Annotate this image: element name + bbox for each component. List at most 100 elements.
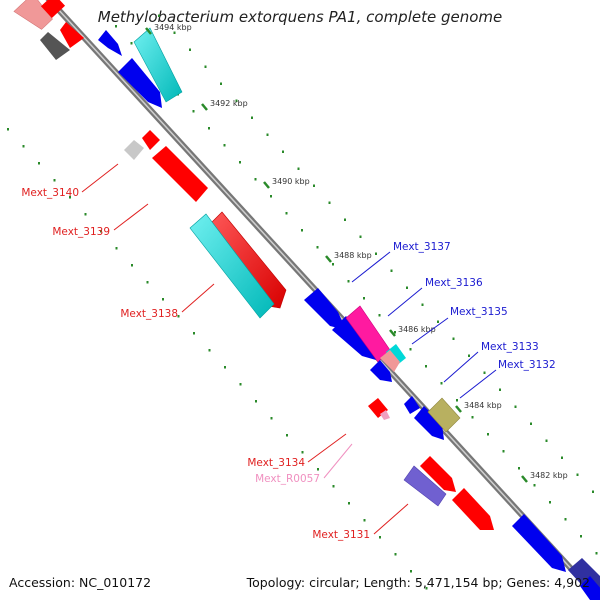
gene-red-top-2 — [60, 22, 84, 48]
track-dot — [270, 417, 273, 420]
track-dot — [379, 536, 381, 539]
gene-label: Mext_3135 — [450, 306, 508, 318]
track-dot — [502, 450, 505, 453]
track-dot — [130, 42, 133, 45]
gene-label: Mext_3136 — [425, 277, 483, 289]
track-dot — [425, 587, 428, 590]
accession-text: Accession: NC_010172 — [9, 575, 152, 590]
track-dot — [270, 195, 272, 198]
track-dot — [84, 213, 87, 216]
track-dot — [255, 400, 257, 403]
track-dot — [285, 212, 288, 215]
gene-blue-lower-2 — [580, 576, 600, 600]
gene-label: Mext_R0057 — [255, 473, 320, 485]
tick-mark — [201, 103, 208, 111]
gene-callout-line — [113, 203, 149, 231]
gene-blue-small-1 — [370, 360, 392, 382]
track-dot — [208, 349, 211, 352]
gene-red-small — [142, 130, 160, 150]
track-dot — [332, 263, 334, 266]
gene-blue-lower-1 — [512, 514, 566, 572]
gene-red-3139 — [152, 146, 208, 202]
gene-label: Mext_3134 — [247, 457, 305, 469]
track-dot — [545, 439, 548, 442]
tick-mark — [325, 255, 332, 263]
gene-callout-line — [443, 351, 479, 383]
gene-label-callouts: Mext_3140Mext_3139Mext_3138Mext_3137Mext… — [21, 163, 556, 541]
track-dot — [437, 320, 439, 323]
track-dot — [530, 422, 532, 425]
tick-mark — [145, 27, 152, 35]
track-dot — [409, 348, 412, 351]
gene-label: Mext_3139 — [52, 226, 110, 238]
tick-mark — [389, 329, 396, 337]
track-dot — [580, 535, 582, 538]
track-dot — [363, 297, 365, 300]
track-dot — [406, 286, 408, 289]
track-dot — [282, 150, 284, 153]
tick-label: 3484 kbp — [464, 401, 502, 410]
gene-gray-small — [124, 140, 144, 160]
track-dot — [204, 65, 207, 68]
track-dot — [301, 451, 304, 454]
track-dot — [533, 484, 536, 487]
gene-cyan-upper — [133, 27, 183, 103]
gene-callout-line — [307, 433, 347, 463]
map-title: Methylobacterium extorquens PA1, complet… — [97, 8, 503, 26]
gene-blue-3136 — [332, 316, 376, 360]
track-dot — [317, 468, 319, 471]
track-dot — [394, 553, 397, 556]
track-dot — [363, 519, 366, 522]
tick-label: 3494 kbp — [154, 23, 192, 32]
track-dot — [115, 25, 117, 28]
track-dot — [189, 48, 191, 51]
track-dot — [452, 337, 455, 340]
track-dot — [378, 314, 381, 317]
track-dot — [173, 31, 176, 34]
genome-summary-text: Topology: circular; Length: 5,471,154 bp… — [246, 575, 590, 590]
tick-label: 3486 kbp — [398, 325, 436, 334]
track-dot — [7, 128, 9, 131]
gene-pink-r0057 — [380, 410, 390, 420]
gene-gray-top — [40, 32, 70, 60]
gene-label: Mext_3137 — [393, 241, 451, 253]
gene-callout-line — [181, 283, 215, 313]
track-dot — [131, 264, 133, 267]
gene-callout-line — [373, 503, 409, 535]
track-dot — [468, 354, 470, 357]
gene-label: Mext_3133 — [481, 341, 539, 353]
track-dot — [592, 490, 594, 493]
track-dot — [239, 383, 242, 386]
track-dot — [549, 501, 551, 504]
track-dot — [359, 235, 362, 238]
track-dot — [235, 99, 238, 102]
track-dot — [239, 161, 241, 164]
track-dot — [53, 179, 56, 182]
gene-blue-upper-1 — [98, 30, 122, 56]
gene-blue-3137 — [304, 288, 346, 330]
track-dot — [254, 178, 257, 181]
gene-label: Mext_3131 — [312, 529, 370, 541]
gene-pink-top — [13, 0, 53, 30]
gene-label: Mext_3132 — [498, 359, 556, 371]
track-dot — [224, 366, 226, 369]
gene-pink-small — [380, 350, 400, 372]
track-dot — [375, 252, 377, 255]
track-dot — [344, 218, 346, 221]
gene-callout-line — [351, 251, 391, 283]
track-dot — [394, 331, 396, 334]
gene-red-top-1 — [40, 0, 66, 18]
track-dot — [313, 184, 315, 187]
track-dot — [518, 467, 520, 470]
track-dot — [316, 246, 319, 249]
gene-red-lower-1 — [420, 456, 456, 492]
track-dot — [223, 144, 226, 147]
track-dot — [266, 133, 269, 136]
gene-features — [13, 0, 600, 600]
track-dot — [220, 82, 222, 85]
track-dot — [146, 281, 149, 284]
track-dot — [100, 230, 102, 233]
gene-blue-upper-2 — [118, 58, 162, 108]
track-dot — [328, 201, 331, 204]
